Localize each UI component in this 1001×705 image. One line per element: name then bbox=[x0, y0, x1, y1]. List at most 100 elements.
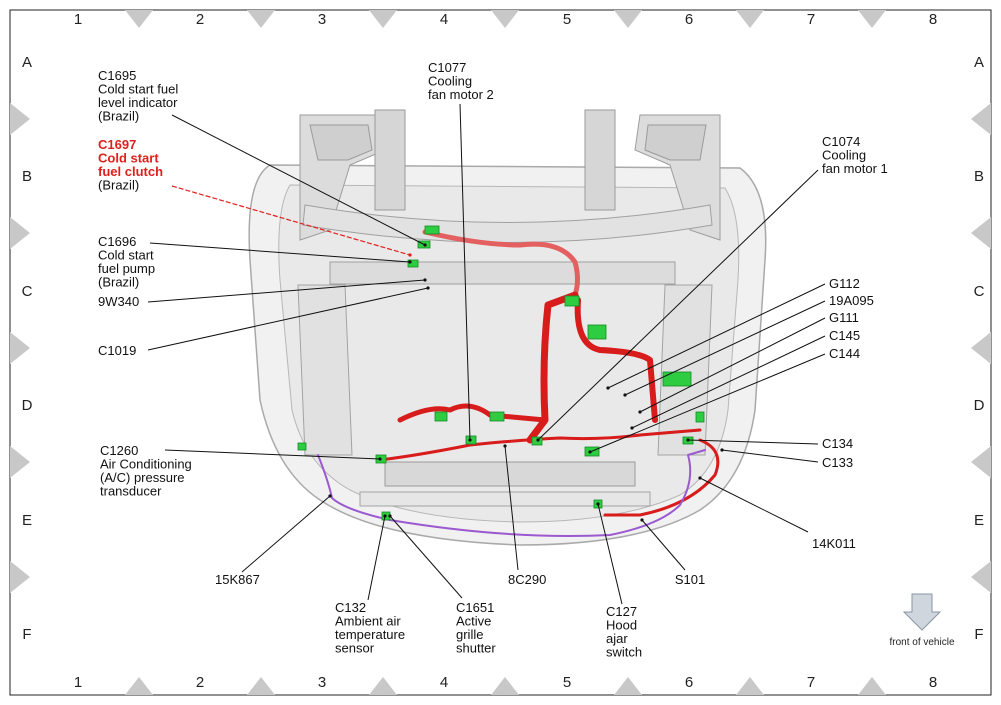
grid-tick-bottom bbox=[247, 677, 275, 695]
connector-block bbox=[662, 371, 692, 387]
leader-end-c127 bbox=[596, 502, 600, 506]
callout-19a095-line: 19A095 bbox=[829, 293, 874, 308]
grid-tick-top bbox=[614, 10, 642, 28]
radiator-support-upper bbox=[302, 204, 713, 243]
grid-tick-bottom bbox=[491, 677, 519, 695]
callout-c132-line: Ambient air bbox=[335, 614, 401, 629]
leader-line-c1074 bbox=[537, 169, 819, 441]
grid-row-label-left: A bbox=[22, 54, 32, 71]
harness-right-lower bbox=[603, 438, 720, 517]
callout-c1260-line: C1260 bbox=[100, 443, 138, 458]
leader-lines bbox=[147, 103, 826, 605]
callout-c1697-line: C1697 bbox=[98, 137, 136, 152]
leader-end-c1074 bbox=[536, 438, 540, 442]
callout-9w340-line: 9W340 bbox=[98, 294, 139, 309]
callout-c1695-line: level indicator bbox=[98, 95, 178, 110]
leader-end-c1696 bbox=[408, 260, 412, 264]
grid-row-label-right: F bbox=[974, 626, 983, 643]
callout-8c290-line: 8C290 bbox=[508, 572, 546, 587]
callout-c134-line: C134 bbox=[822, 436, 853, 451]
grid-column-label-top: 2 bbox=[196, 11, 204, 28]
callout-c1077-line: C1077 bbox=[428, 60, 466, 75]
harness-branch-right bbox=[574, 297, 658, 423]
callout-c145-line: C145 bbox=[829, 328, 860, 343]
connector-block bbox=[695, 411, 705, 423]
callout-c127-line: ajar bbox=[606, 631, 628, 646]
callout-c1019-line: C1019 bbox=[98, 343, 136, 358]
leader-end-c1697 bbox=[408, 253, 412, 257]
leader-line-c1697 bbox=[171, 185, 411, 256]
connector-block bbox=[434, 411, 448, 422]
leader-line-g111 bbox=[639, 317, 826, 413]
callout-g112-line: G112 bbox=[829, 276, 860, 291]
callout-c1696-line: (Brazil) bbox=[98, 275, 139, 290]
connector-block bbox=[564, 295, 580, 307]
callout-c1260-line: transducer bbox=[100, 484, 162, 499]
grid-column-label-top: 4 bbox=[440, 11, 448, 28]
grid-row-label-left: D bbox=[22, 397, 33, 414]
grid-column-label-top: 3 bbox=[318, 11, 326, 28]
callout-c1260-line: Air Conditioning bbox=[100, 457, 192, 472]
callout-c1695-line: (Brazil) bbox=[98, 109, 139, 124]
callout-14k011-line: 14K011 bbox=[812, 536, 856, 551]
right-side-support bbox=[657, 284, 713, 456]
grid-row-label-left: F bbox=[22, 626, 31, 643]
grid-tick-top bbox=[369, 10, 397, 28]
grid-tick-left bbox=[10, 446, 30, 478]
grid-tick-bottom bbox=[858, 677, 886, 695]
leader-end-15k867 bbox=[328, 494, 332, 498]
callout-c127-line: switch bbox=[606, 645, 642, 660]
grid-tick-right bbox=[971, 217, 991, 249]
leader-line-c144 bbox=[589, 353, 826, 453]
leader-end-c1651 bbox=[388, 514, 392, 518]
callout-c144-line: C144 bbox=[829, 346, 860, 361]
leader-end-c1077 bbox=[468, 438, 472, 442]
left-rail bbox=[374, 109, 406, 211]
leader-end-g111 bbox=[638, 410, 642, 414]
grid-row-label-left: E bbox=[22, 512, 32, 529]
grid-row-label-right: C bbox=[974, 283, 985, 300]
leader-end-19a095 bbox=[623, 393, 627, 397]
grid-tick-left bbox=[10, 103, 30, 135]
grid-tick-left bbox=[10, 332, 30, 364]
leader-line-c1077 bbox=[459, 103, 471, 441]
leader-line-19a095 bbox=[624, 300, 826, 396]
grid-column-label-top: 8 bbox=[929, 11, 937, 28]
leader-end-14k011 bbox=[698, 476, 702, 480]
leader-end-c1260 bbox=[378, 457, 382, 461]
grid-column-label-bottom: 5 bbox=[563, 674, 571, 691]
grid-column-label-top: 5 bbox=[563, 11, 571, 28]
callout-c1696-line: Cold start bbox=[98, 248, 154, 263]
leader-line-g112 bbox=[607, 283, 826, 389]
grid-column-label-bottom: 6 bbox=[685, 674, 693, 691]
grid-row-label-right: E bbox=[974, 512, 984, 529]
grid-tick-right bbox=[971, 332, 991, 364]
grid-tick-right bbox=[971, 561, 991, 593]
callout-c1697-line: Cold start bbox=[98, 151, 159, 166]
callout-c1074-line: fan motor 1 bbox=[822, 161, 888, 176]
front-of-vehicle-label: front of vehicle bbox=[889, 637, 954, 648]
front-of-vehicle-indicator: front of vehicle bbox=[889, 593, 955, 648]
connector-block bbox=[489, 411, 505, 422]
leader-line-c127 bbox=[597, 503, 623, 605]
leader-line-14k011 bbox=[699, 477, 809, 533]
callout-c1697-line: (Brazil) bbox=[98, 178, 139, 193]
grid-tick-bottom bbox=[614, 677, 642, 695]
leader-line-c1019 bbox=[147, 287, 429, 351]
callout-c1074-line: C1074 bbox=[822, 134, 860, 149]
callout-c1651-line: grille bbox=[456, 627, 483, 642]
wiring-harness bbox=[317, 229, 720, 537]
grid-column-label-top: 1 bbox=[74, 11, 82, 28]
grid-tick-top bbox=[247, 10, 275, 28]
grid-column-label-bottom: 7 bbox=[807, 674, 815, 691]
leader-end-c133 bbox=[720, 448, 724, 452]
callout-c1695-line: C1695 bbox=[98, 68, 136, 83]
leader-end-c1695 bbox=[423, 243, 427, 247]
grid-column-label-bottom: 1 bbox=[74, 674, 82, 691]
leader-end-c144 bbox=[588, 450, 592, 454]
leader-line-8c290 bbox=[504, 445, 519, 571]
right-rail bbox=[584, 109, 616, 211]
grid-column-label-bottom: 2 bbox=[196, 674, 204, 691]
